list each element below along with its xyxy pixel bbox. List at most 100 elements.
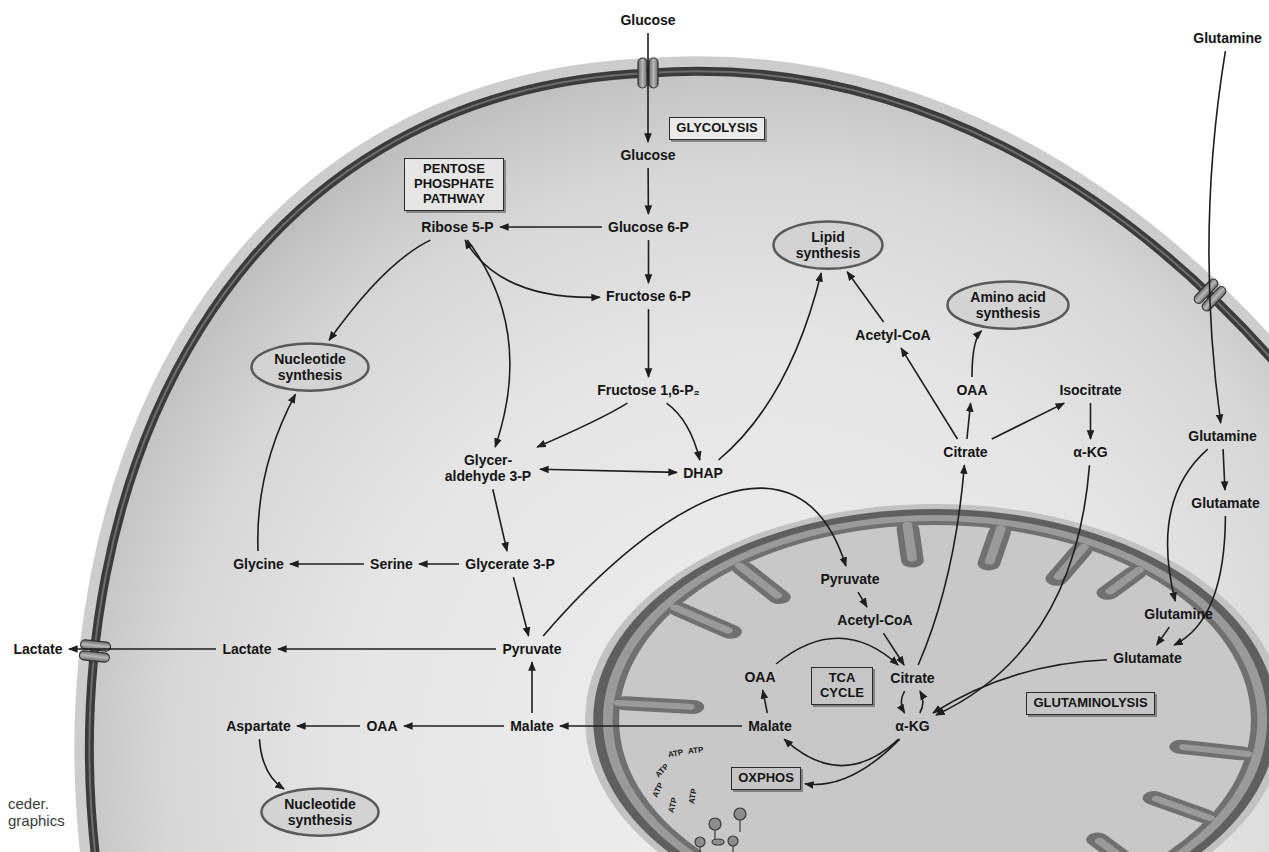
reaction-arrow (967, 403, 971, 439)
process-name: Nucleotide synthesis (280, 796, 360, 828)
reaction-arrow (493, 489, 507, 551)
metabolite-name: OAA (956, 382, 988, 398)
logo-text: ceder. graphics (8, 796, 72, 829)
reaction-arrow (500, 226, 602, 228)
metabolite-name: Glutamate (1113, 650, 1182, 666)
reaction-arrow (259, 739, 284, 789)
metabolite-node: Malate (508, 717, 556, 735)
metabolite-name: Pyruvate (502, 641, 562, 657)
metabolite-name: α-KG (895, 718, 930, 734)
metabolite-name: Glutamine (1188, 428, 1257, 444)
atp-label: ATP (688, 788, 699, 805)
metabolite-name: α-KG (1073, 444, 1108, 460)
metabolite-name: Acetyl-CoA (855, 327, 931, 343)
metabolite-node: Citrate (941, 443, 990, 461)
reaction-arrow (560, 725, 742, 727)
reaction-arrow (1223, 449, 1225, 490)
metabolite-node: Fructose 1,6-P₂ (595, 381, 702, 399)
mitochondrion (585, 504, 1269, 852)
reaction-arrow (992, 403, 1064, 439)
reaction-arrow (467, 240, 510, 447)
metabolite-name: Citrate (890, 670, 935, 686)
reaction-arrow (648, 309, 650, 377)
metabolite-name: Ribose 5-P (421, 219, 494, 235)
pathway-name: GLUTAMINOLYSIS (1033, 696, 1148, 711)
metabolite-node: Malate (746, 717, 794, 735)
metabolite-name: Glycine (233, 556, 284, 572)
metabolite-node: Pyruvate (818, 570, 882, 588)
metabolite-name: Malate (510, 718, 554, 734)
reaction-arrow (719, 273, 822, 460)
metabolite-node: Glutamate (1189, 494, 1262, 512)
metabolite-node: Acetyl-CoA (853, 326, 933, 344)
metabolite-node: Glucose (618, 146, 678, 164)
reaction-arrow (543, 488, 846, 636)
ellipse-shape (774, 222, 883, 269)
metabolite-name: Glutamate (1191, 495, 1260, 511)
metabolite-name: Glycerate 3-P (465, 556, 555, 572)
reaction-arrow (763, 690, 768, 713)
process-name: Nucleotide synthesis (270, 351, 350, 383)
metabolite-name: Fructose 6-P (606, 288, 691, 304)
metabolite-name: OAA (744, 669, 776, 685)
atp-label: ATP (667, 749, 684, 760)
metabolite-node: Glycine (231, 555, 286, 573)
metabolite-node: Glutamine (1142, 605, 1215, 623)
metabolite-node: Glutamine (1191, 29, 1264, 47)
metabolite-name: Malate (748, 718, 792, 734)
metabolite-name: Acetyl-CoA (837, 612, 913, 628)
reaction-arrow (297, 725, 360, 727)
metabolite-name: Serine (370, 556, 413, 572)
reaction-arrow (776, 638, 898, 665)
metabolite-name: Glucose (620, 12, 676, 28)
process-ellipse: Nucleotide synthesis (260, 787, 380, 837)
metabolite-node: Ribose 5-P (419, 218, 496, 236)
pathway-name: GLYCOLYSIS (676, 121, 758, 136)
metabolite-node: Pyruvate (500, 640, 564, 658)
reaction-arrow (1090, 403, 1092, 439)
metabolite-node: Glycer- aldehyde 3-P (440, 451, 536, 485)
reaction-arrow (858, 592, 867, 607)
metabolite-node: Glycerate 3-P (463, 555, 557, 573)
metabolite-name: Fructose 1,6-P₂ (597, 382, 700, 398)
metabolite-node: Isocitrate (1057, 381, 1124, 399)
process-name: Amino acid synthesis (966, 289, 1050, 321)
reaction-arrow (540, 469, 677, 472)
reaction-arrow (936, 465, 1090, 715)
metabolite-node: Glucose 6-P (606, 218, 691, 236)
reaction-arrow (847, 272, 883, 322)
pathway-name: PENTOSE PHOSPHATE PATHWAY (411, 162, 497, 207)
reaction-arrow (667, 403, 700, 460)
lactate-transporter (79, 639, 111, 662)
reaction-arrow (647, 168, 649, 214)
reaction-arrow (258, 394, 296, 551)
ellipse-shape (252, 344, 369, 391)
pathway-box: TCA CYCLE (811, 667, 873, 705)
metabolite-node: Aspartate (224, 717, 293, 735)
ellipse-shape (948, 282, 1069, 329)
pathway-name: TCA CYCLE (818, 671, 866, 701)
metabolite-name: Aspartate (226, 718, 291, 734)
reaction-arrow (404, 725, 504, 727)
metabolite-node: Glucose (618, 11, 678, 29)
metabolite-node: Lactate (220, 640, 274, 658)
reaction-arrow (1168, 449, 1208, 601)
reaction-arrow (918, 465, 964, 665)
metabolite-node: OAA (954, 381, 990, 399)
metabolite-name: Citrate (943, 444, 988, 460)
process-name: Lipid synthesis (792, 229, 864, 261)
metabolite-name: Glucose 6-P (608, 219, 689, 235)
reaction-arrow (537, 403, 627, 447)
reaction-arrow (290, 563, 364, 565)
metabolite-node: Fructose 6-P (604, 287, 693, 305)
metabolite-node: Glutamine (1186, 427, 1259, 445)
metabolite-name: Pyruvate (820, 571, 880, 587)
metabolite-node: α-KG (893, 717, 932, 735)
pathway-name: OXPHOS (738, 771, 794, 786)
reaction-arrow (513, 577, 528, 636)
metabolite-name: Glutamine (1193, 30, 1262, 46)
reaction-arrow (920, 691, 923, 713)
atp-label: ATP (667, 797, 679, 814)
